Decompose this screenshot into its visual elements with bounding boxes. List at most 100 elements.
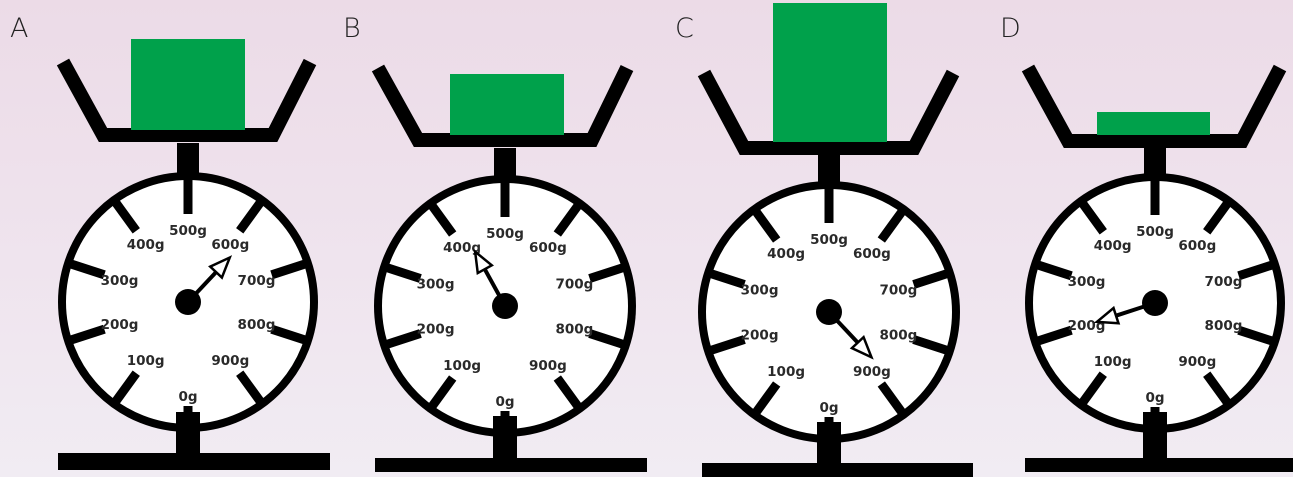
dial-label: 300g xyxy=(1068,274,1106,290)
scale-pan xyxy=(697,69,960,155)
dial-label: 600g xyxy=(853,246,891,262)
dial-tick xyxy=(236,370,265,405)
dial-label: 600g xyxy=(529,240,567,256)
dial-label: 800g xyxy=(238,317,276,333)
dial-label: 0g xyxy=(495,394,514,410)
dial-tick xyxy=(68,324,106,345)
dial-tick xyxy=(912,269,950,289)
dial-tick xyxy=(1237,325,1275,346)
dial-tick xyxy=(553,202,583,237)
dial-label: 700g xyxy=(880,282,918,298)
dial-label: 500g xyxy=(169,223,207,239)
scale-pan xyxy=(371,64,634,147)
panel-label-d: D xyxy=(1000,13,1021,44)
scale-pan xyxy=(1021,64,1287,148)
dial-tick xyxy=(427,375,457,410)
weight-block xyxy=(131,39,245,130)
dial-label: 500g xyxy=(1136,224,1174,240)
dial-tick xyxy=(588,263,626,283)
dial-label: 700g xyxy=(238,273,276,289)
panel-label-a: A xyxy=(10,13,28,44)
dial-tick xyxy=(1035,325,1073,346)
dial-label: 100g xyxy=(767,364,805,380)
dial-label: 800g xyxy=(880,328,918,344)
needle-hub xyxy=(816,299,842,325)
dial-tick xyxy=(877,381,907,416)
needle-hub xyxy=(175,289,201,315)
dial-tick xyxy=(384,329,422,349)
weight-block xyxy=(450,74,564,135)
dial-tick xyxy=(1078,371,1107,406)
panel-label-c: C xyxy=(675,13,694,44)
needle-arrowhead xyxy=(473,248,494,276)
dial-label: 200g xyxy=(741,328,779,344)
dial-label: 200g xyxy=(101,317,139,333)
dial-tick xyxy=(553,375,583,410)
dial-label: 100g xyxy=(1094,354,1132,370)
scale-stem xyxy=(493,416,517,462)
dial-label: 900g xyxy=(529,358,567,374)
dial-tick xyxy=(270,324,308,345)
dial-tick xyxy=(68,259,106,280)
dial-label: 100g xyxy=(127,353,165,369)
dial-label: 500g xyxy=(810,232,848,248)
dial-tick xyxy=(708,269,746,289)
dial-tick xyxy=(427,202,457,237)
scale-c: C 0g 100g 200g 300g 400g 500g 600g 700g 800g 900g xyxy=(675,3,973,477)
dial-tick xyxy=(1237,260,1275,281)
dial-label: 200g xyxy=(417,322,455,338)
needle-arrowhead xyxy=(208,255,233,280)
scale-pan xyxy=(56,58,317,142)
dial-label: 700g xyxy=(1205,274,1243,290)
needle-arrowhead xyxy=(849,334,874,360)
panel-label-b: B xyxy=(343,13,361,44)
scale-stem xyxy=(176,412,200,458)
dial-tick xyxy=(877,208,907,243)
dial-tick xyxy=(1203,371,1232,406)
dial-label: 800g xyxy=(556,322,594,338)
needle-hub xyxy=(1142,290,1168,316)
dial-label: 400g xyxy=(767,246,805,262)
dial-label: 300g xyxy=(101,273,139,289)
dial-label: 400g xyxy=(127,237,165,253)
dial-tick xyxy=(751,208,781,243)
dial-label: 900g xyxy=(1178,354,1216,370)
dial-tick xyxy=(111,370,140,405)
dial-tick xyxy=(1035,260,1073,281)
dial-label: 900g xyxy=(853,364,891,380)
dial-label: 0g xyxy=(1145,390,1164,406)
dial-label: 400g xyxy=(443,240,481,256)
scale-base xyxy=(58,453,330,470)
scale-base xyxy=(375,458,647,472)
dial-label: 0g xyxy=(819,400,838,416)
dial-label: 800g xyxy=(1205,318,1243,334)
dial-tick xyxy=(912,335,950,355)
dial-tick xyxy=(588,329,626,349)
dial-tick xyxy=(111,199,140,234)
scale-stem xyxy=(1143,412,1167,458)
dial-label: 400g xyxy=(1094,238,1132,254)
scale-base xyxy=(702,463,973,477)
dial-tick xyxy=(1078,200,1107,235)
weight-block xyxy=(1097,112,1210,135)
weight-block xyxy=(773,3,887,142)
dial-label: 0g xyxy=(178,389,197,405)
dial-tick xyxy=(708,335,746,355)
dial-label: 300g xyxy=(741,282,779,298)
scale-base xyxy=(1025,458,1293,472)
dial-tick xyxy=(384,263,422,283)
dial-tick xyxy=(236,199,265,234)
needle-arrowhead xyxy=(1093,305,1121,325)
scale-stem xyxy=(817,422,841,468)
dial-label: 900g xyxy=(211,353,249,369)
dial-label: 300g xyxy=(417,276,455,292)
dial-tick xyxy=(751,381,781,416)
dial-label: 500g xyxy=(486,226,524,242)
dial-label: 100g xyxy=(443,358,481,374)
dial-label: 600g xyxy=(211,237,249,253)
dial-label: 600g xyxy=(1178,238,1216,254)
